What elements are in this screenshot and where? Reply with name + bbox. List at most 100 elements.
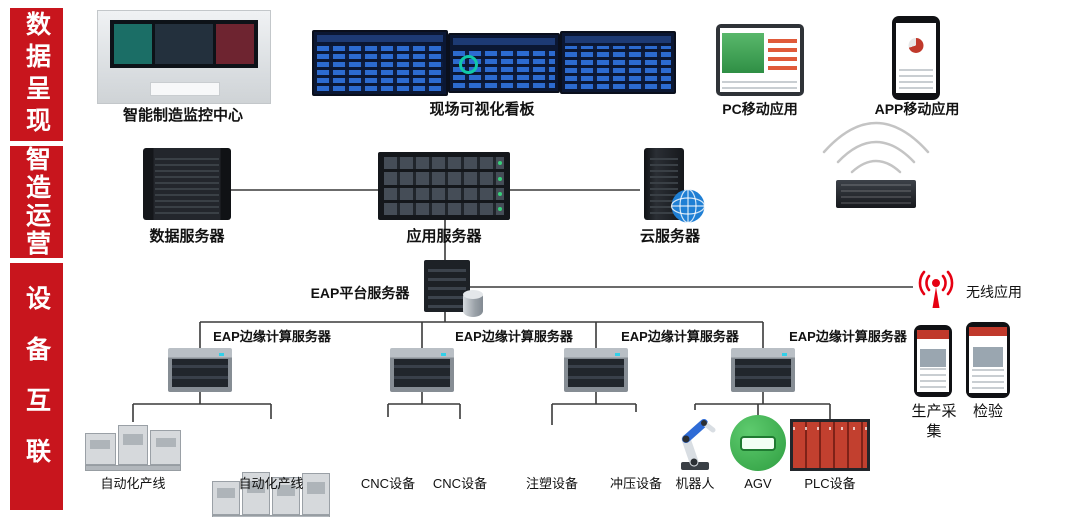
edge-server-label-3: EAP边缘计算服务器: [621, 329, 739, 344]
line-module: [150, 430, 182, 465]
inspection-label: 检验: [972, 403, 1003, 420]
wall-subscreen-red: [215, 24, 254, 64]
wireless-label: 无线应用: [966, 284, 1022, 300]
inspection-lines-decor: [972, 366, 1004, 390]
edge-server-label-4: EAP边缘计算服务器: [789, 329, 907, 344]
section-bar-interconnect: 设备互联: [10, 263, 63, 510]
cloud-server: [636, 148, 706, 224]
dashboard-tiles-decor: [317, 45, 443, 91]
section-bar-operations: 智造运营: [10, 146, 63, 258]
server-front-decor: [172, 359, 228, 387]
line-module: [117, 425, 149, 465]
server-led-decor: [219, 353, 224, 356]
server-slats-decor: [840, 184, 912, 204]
mobile-app-lines-decor: [899, 65, 933, 89]
capture-header-decor: [917, 330, 949, 339]
line-modules: [85, 425, 182, 465]
server-led-decor: [441, 353, 446, 356]
equipment-label-automation-line-2: 自动化产线: [238, 476, 304, 491]
dashboard-header-decor: [317, 35, 443, 42]
pc-app-chart-decor: [722, 33, 764, 73]
monitoring-wall-screen: [110, 20, 258, 68]
section-label-interconnect: 设备互联: [22, 284, 51, 489]
automation-line-1-image: [85, 421, 182, 471]
edge-server-1: [168, 348, 232, 392]
application-server: [378, 152, 510, 220]
database-cylinder-icon: [463, 290, 483, 317]
inspection-screen: [969, 327, 1007, 393]
agv-vehicle: [740, 436, 776, 451]
line-base: [85, 465, 181, 471]
rack-row-decor: [384, 157, 504, 170]
equipment-label-plc: PLC设备: [804, 476, 856, 491]
pc-app-label: PC移动应用: [722, 101, 798, 117]
mobile-app-pie-decor: [908, 38, 924, 54]
mobile-app-device: [892, 16, 940, 100]
data-server: [143, 148, 231, 220]
server-front-decor: [394, 359, 450, 387]
line-module: [85, 433, 116, 465]
robot-arm-image: [681, 419, 716, 470]
pc-app-screen: [720, 28, 800, 92]
capture-image-decor: [920, 348, 946, 368]
pc-app-device: [716, 24, 804, 96]
edge-server-3: [564, 348, 628, 392]
server-slats-decor: [428, 264, 466, 308]
edge-server-2: [390, 348, 454, 392]
globe-icon: [670, 188, 706, 224]
equipment-label-automation-line-1: 自动化产线: [100, 476, 166, 491]
dashboard-label: 现场可视化看板: [429, 101, 535, 118]
equipment-label-cnc-1: CNC设备: [360, 476, 416, 491]
rack-row-decor: [384, 202, 504, 215]
equipment-label-cnc-2: CNC设备: [432, 476, 488, 491]
bus-lines: [132, 189, 913, 425]
equipment-label-stamping: 冲压设备: [609, 476, 662, 491]
section-label-operations: 智造运营: [22, 146, 51, 258]
line-module: [272, 477, 300, 515]
server-slats-decor: [155, 153, 219, 215]
eap-platform-label: EAP平台服务器: [310, 285, 410, 301]
control-desk: [149, 82, 221, 96]
pc-app-bars-decor: [768, 34, 797, 70]
equipment-label-injection: 注塑设备: [525, 476, 578, 491]
mobile-app-screen: [896, 23, 936, 93]
section-bar-data-presentation: 数据呈现: [10, 8, 63, 141]
server-led-decor: [615, 353, 620, 356]
dashboard-gauge-decor: [459, 55, 478, 74]
edge-server-label-1: EAP边缘计算服务器: [213, 329, 331, 344]
dashboard-screen-1: [312, 30, 448, 96]
rack-row-decor: [384, 172, 504, 185]
cloud-server-label: 云服务器: [639, 228, 700, 245]
inspection-image-decor: [972, 346, 1004, 367]
monitoring-center-label: 智能制造监控中心: [122, 107, 243, 124]
edge-server-4: [731, 348, 795, 392]
line-base: [212, 515, 330, 517]
equipment-label-robot: 机器人: [675, 476, 715, 491]
plc-rack-image: [790, 419, 870, 471]
section-label-data-presentation: 数据呈现: [22, 10, 51, 139]
production-capture-device: [914, 325, 952, 397]
application-server-label: 应用服务器: [406, 228, 482, 245]
server-led-decor: [782, 353, 787, 356]
dashboard-screen-3: [560, 31, 676, 94]
mobile-app-label: APP移动应用: [874, 101, 960, 117]
wall-subscreen-teal: [114, 24, 153, 64]
automation-line-2-image: [212, 468, 330, 517]
equipment-label-agv: AGV: [744, 476, 772, 491]
dashboard-screen-2: [448, 33, 560, 93]
inspection-header-decor: [969, 327, 1007, 336]
capture-lines-decor: [919, 367, 947, 389]
monitoring-center-image: [97, 10, 271, 104]
dashboard-tiles-decor: [565, 46, 671, 89]
plc-modules: [793, 422, 867, 468]
agv-image: [730, 415, 786, 471]
wireless-antenna-icon: [918, 270, 954, 308]
line-modules: [212, 472, 330, 515]
inspection-device: [966, 322, 1010, 398]
line-module: [242, 472, 270, 515]
server-front-decor: [735, 359, 791, 387]
wireless-arcs: [822, 121, 930, 174]
server-front-decor: [568, 359, 624, 387]
